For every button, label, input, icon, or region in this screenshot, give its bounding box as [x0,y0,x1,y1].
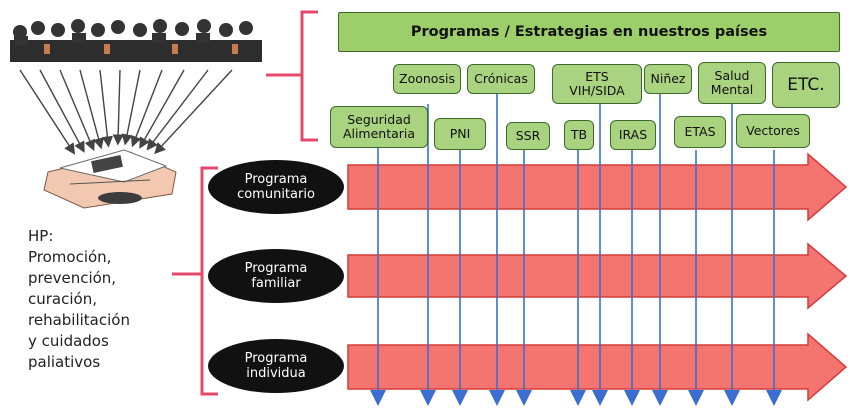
hp-description: HP: Promoción, prevención, curación, reh… [28,226,178,373]
program-seguridad-alimentaria: Seguridad Alimentaria [330,106,428,148]
program-vectores: Vectores [736,114,810,148]
crowd-illustration [10,19,262,62]
program-seguridad-label-2: Alimentaria [342,126,416,141]
program-etc-label: ETC. [787,75,825,95]
level-familiar-line2: familiar [251,276,301,291]
program-zoonosis: Zoonosis [393,64,461,94]
program-salud-mental: Salud Mental [698,62,766,104]
program-pni-label: PNI [449,126,471,141]
program-pni: PNI [434,118,486,150]
hp-line: rehabilitación [28,311,130,329]
level-individual-line1: Programa [244,351,308,366]
programs-header: Programas / Estrategias en nuestros país… [338,12,840,52]
program-ets-label-1: ETS [585,69,609,84]
hp-line: curación, [28,290,97,308]
hp-line: Promoción, [28,248,112,266]
program-etc: ETC. [772,62,840,108]
program-lines [370,94,782,406]
program-salud-mental-label-2: Mental [710,82,754,97]
arrow-individual [347,332,848,402]
level-comunitario: Programa comunitario [211,172,341,202]
program-tb: TB [564,120,594,150]
program-zoonosis-label: Zoonosis [399,71,455,86]
program-etas-label: ETAS [684,124,716,139]
level-individual: Programa individua [211,351,341,381]
level-familiar: Programa familiar [211,261,341,291]
program-cronicas: Crónicas [467,64,535,94]
level-individual-line2: individua [246,366,306,381]
hp-line: HP: [28,227,54,245]
arrow-familiar [347,242,848,310]
program-iras-label: IRAS [618,127,648,142]
program-ets-label-2: VIH/SIDA [569,83,625,98]
left-bracket [200,166,218,396]
program-ssr: SSR [506,122,550,150]
program-tb-label: TB [570,127,588,142]
level-familiar-line1: Programa [244,261,308,276]
documents-pile [43,149,177,209]
program-ninez-label: Niñez [650,71,686,86]
program-cronicas-label: Crónicas [474,71,528,86]
hp-line: prevención, [28,269,117,287]
programs-header-title: Programas / Estrategias en nuestros país… [410,24,768,40]
program-etas: ETAS [674,116,726,148]
program-iras: IRAS [610,120,656,150]
level-comunitario-line1: Programa [244,172,308,187]
ellipse-individual [208,339,344,393]
ellipse-comunitario [208,160,344,214]
hp-line: y cuidados [28,332,109,350]
program-ssr-label: SSR [515,128,541,143]
hp-line: paliativos [28,353,101,371]
program-salud-mental-label-1: Salud [714,68,750,83]
top-bracket [300,10,318,142]
program-ets: ETS VIH/SIDA [552,64,642,104]
converging-arrows [19,69,233,155]
program-vectores-label: Vectores [746,123,800,138]
program-seguridad-label-1: Seguridad [347,112,411,127]
level-arrows [347,152,848,402]
arrow-comunitario [347,152,848,222]
program-ninez: Niñez [644,64,692,94]
ellipse-familiar [208,249,344,303]
level-comunitario-line2: comunitario [237,187,315,202]
